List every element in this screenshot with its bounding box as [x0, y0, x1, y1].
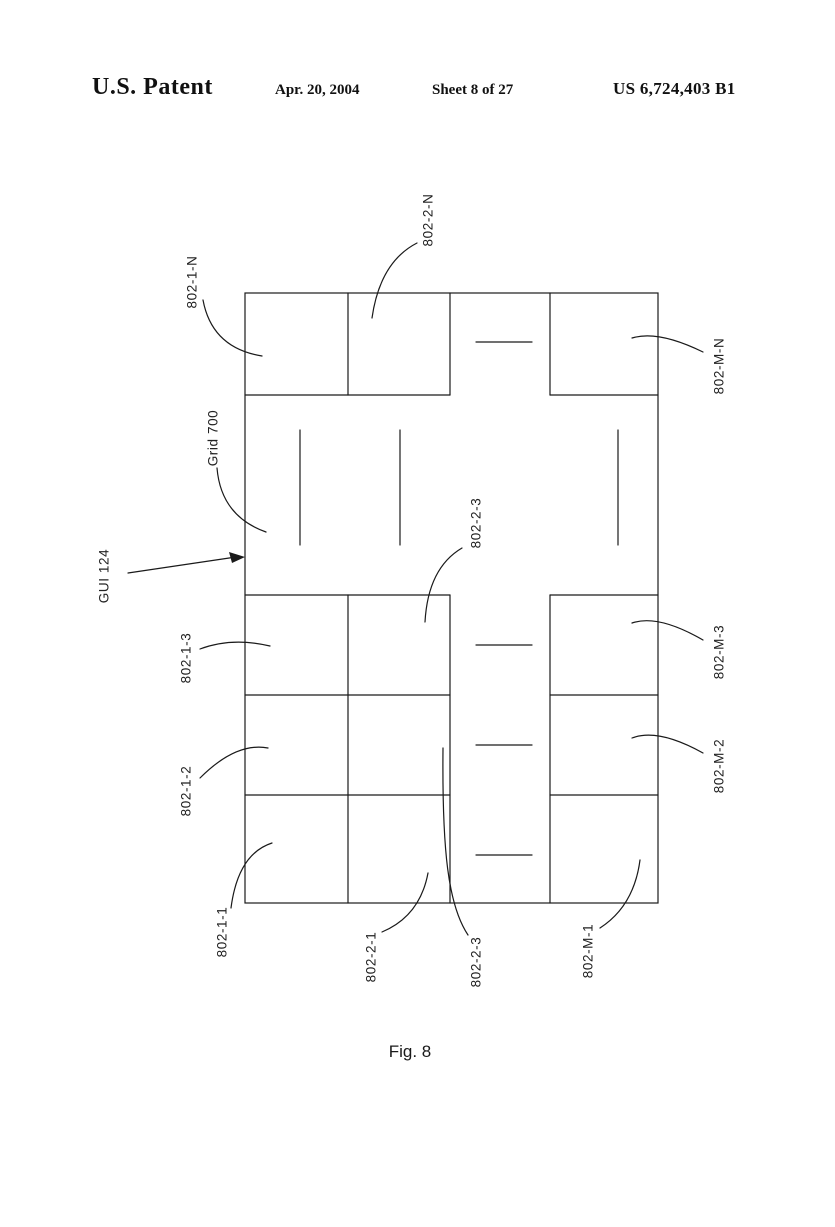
leader-802-M-2 — [631, 734, 704, 754]
leader-802-2-N — [371, 242, 418, 319]
grid-outline — [244, 292, 659, 904]
leader-802-M-3 — [631, 620, 704, 641]
label-802-M-2: 802-M-2 — [711, 738, 727, 794]
label-gui-124: GUI 124 — [96, 548, 112, 604]
patent-number: US 6,724,403 B1 — [613, 79, 736, 98]
patent-date: Apr. 20, 2004 — [275, 82, 360, 98]
leader-grid-700 — [216, 467, 267, 533]
leader-802-M-1 — [599, 859, 641, 929]
label-802-1-2: 802-1-2 — [178, 765, 194, 817]
label-802-1-N: 802-1-N — [184, 255, 200, 309]
leader-802-2-1 — [381, 872, 429, 933]
label-grid-700: Grid 700 — [205, 409, 221, 467]
label-802-1-1: 802-1-1 — [214, 906, 230, 958]
leader-802-M-N — [631, 335, 704, 353]
leader-802-2-3-bottom — [442, 747, 469, 936]
label-802-2-3-top: 802-2-3 — [468, 497, 484, 549]
arrowhead-icon — [229, 552, 245, 563]
label-802-2-1: 802-2-1 — [363, 931, 379, 983]
leader-802-1-1 — [230, 842, 273, 909]
label-802-2-3-bottom: 802-2-3 — [468, 936, 484, 988]
leader-802-1-N — [202, 299, 263, 357]
sheet-number: Sheet 8 of 27 — [432, 82, 514, 98]
label-802-M-N: 802-M-N — [711, 337, 727, 395]
label-802-M-3: 802-M-3 — [711, 624, 727, 680]
figure-caption: Fig. 8 — [388, 1042, 432, 1061]
label-802-M-1: 802-M-1 — [580, 923, 596, 979]
leader-802-1-3 — [199, 641, 271, 650]
leader-802-2-3-top — [424, 547, 463, 623]
patent-title: U.S. Patent — [92, 74, 213, 100]
label-802-2-N: 802-2-N — [420, 193, 436, 247]
label-802-1-3: 802-1-3 — [178, 632, 194, 684]
leader-802-1-2 — [199, 746, 269, 779]
leader-gui-124 — [127, 556, 237, 574]
